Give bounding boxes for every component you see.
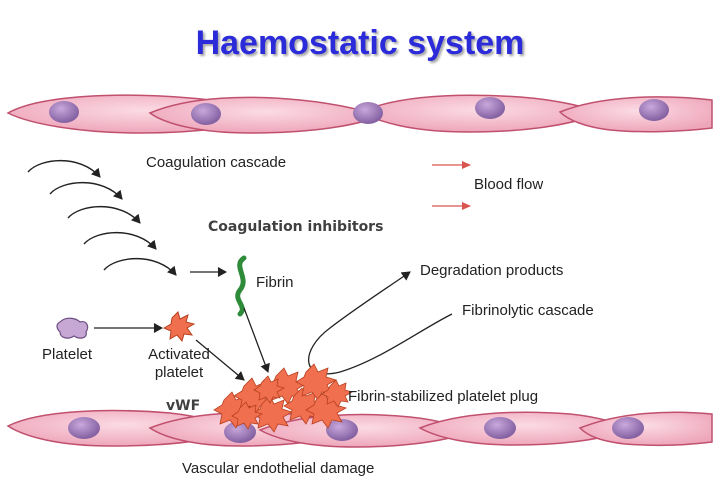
fibrin-strand xyxy=(235,255,247,317)
nucleus xyxy=(49,101,79,123)
cascade-arrow xyxy=(49,181,123,200)
fibrinolytic-cascade-label: Fibrinolytic cascade xyxy=(462,302,594,319)
endothelial-cell xyxy=(558,96,713,133)
activated-platelet xyxy=(162,311,196,343)
coagulation-cascade-arrows xyxy=(27,159,177,276)
nucleus xyxy=(353,102,383,124)
activated-platelet-label: Activated platelet xyxy=(148,346,210,381)
degradation-products-label: Degradation products xyxy=(420,262,564,279)
cascade-arrow xyxy=(103,257,177,276)
fibrinolytic-loop xyxy=(307,271,453,375)
endothelium-top xyxy=(6,94,713,134)
arrow-fibrin-to-plug xyxy=(243,307,270,373)
nucleus xyxy=(326,419,358,441)
nucleus xyxy=(612,417,644,439)
endothelial-cell xyxy=(578,411,713,447)
cascade-arrow xyxy=(83,231,157,250)
nucleus xyxy=(484,417,516,439)
fibrin-stabilized-plug-label: Fibrin-stabilized platelet plug xyxy=(348,388,539,405)
coagulation-cascade-label: Coagulation cascade xyxy=(146,154,287,171)
nucleus xyxy=(191,103,221,125)
coagulation-inhibitors-label: Coagulation inhibitors xyxy=(208,219,384,235)
endothelium-bottom xyxy=(6,409,713,448)
cascade-arrow xyxy=(67,205,141,224)
arrow-activated-to-plug xyxy=(195,339,245,381)
nucleus xyxy=(475,97,505,119)
page-title: Haemostatic system xyxy=(195,24,525,62)
vwf-label: vWF xyxy=(166,398,201,414)
nucleus xyxy=(639,99,669,121)
blood-flow-arrows xyxy=(432,161,471,210)
platelet-plug xyxy=(213,363,354,433)
blood-flow-label: Blood flow xyxy=(474,176,544,193)
vascular-damage-label: Vascular endothelial damage xyxy=(182,460,375,477)
nucleus xyxy=(68,417,100,439)
cascade-arrow xyxy=(27,159,101,178)
platelet xyxy=(56,317,89,339)
platelet-label: Platelet xyxy=(42,346,93,363)
fibrin-label: Fibrin xyxy=(256,274,294,291)
